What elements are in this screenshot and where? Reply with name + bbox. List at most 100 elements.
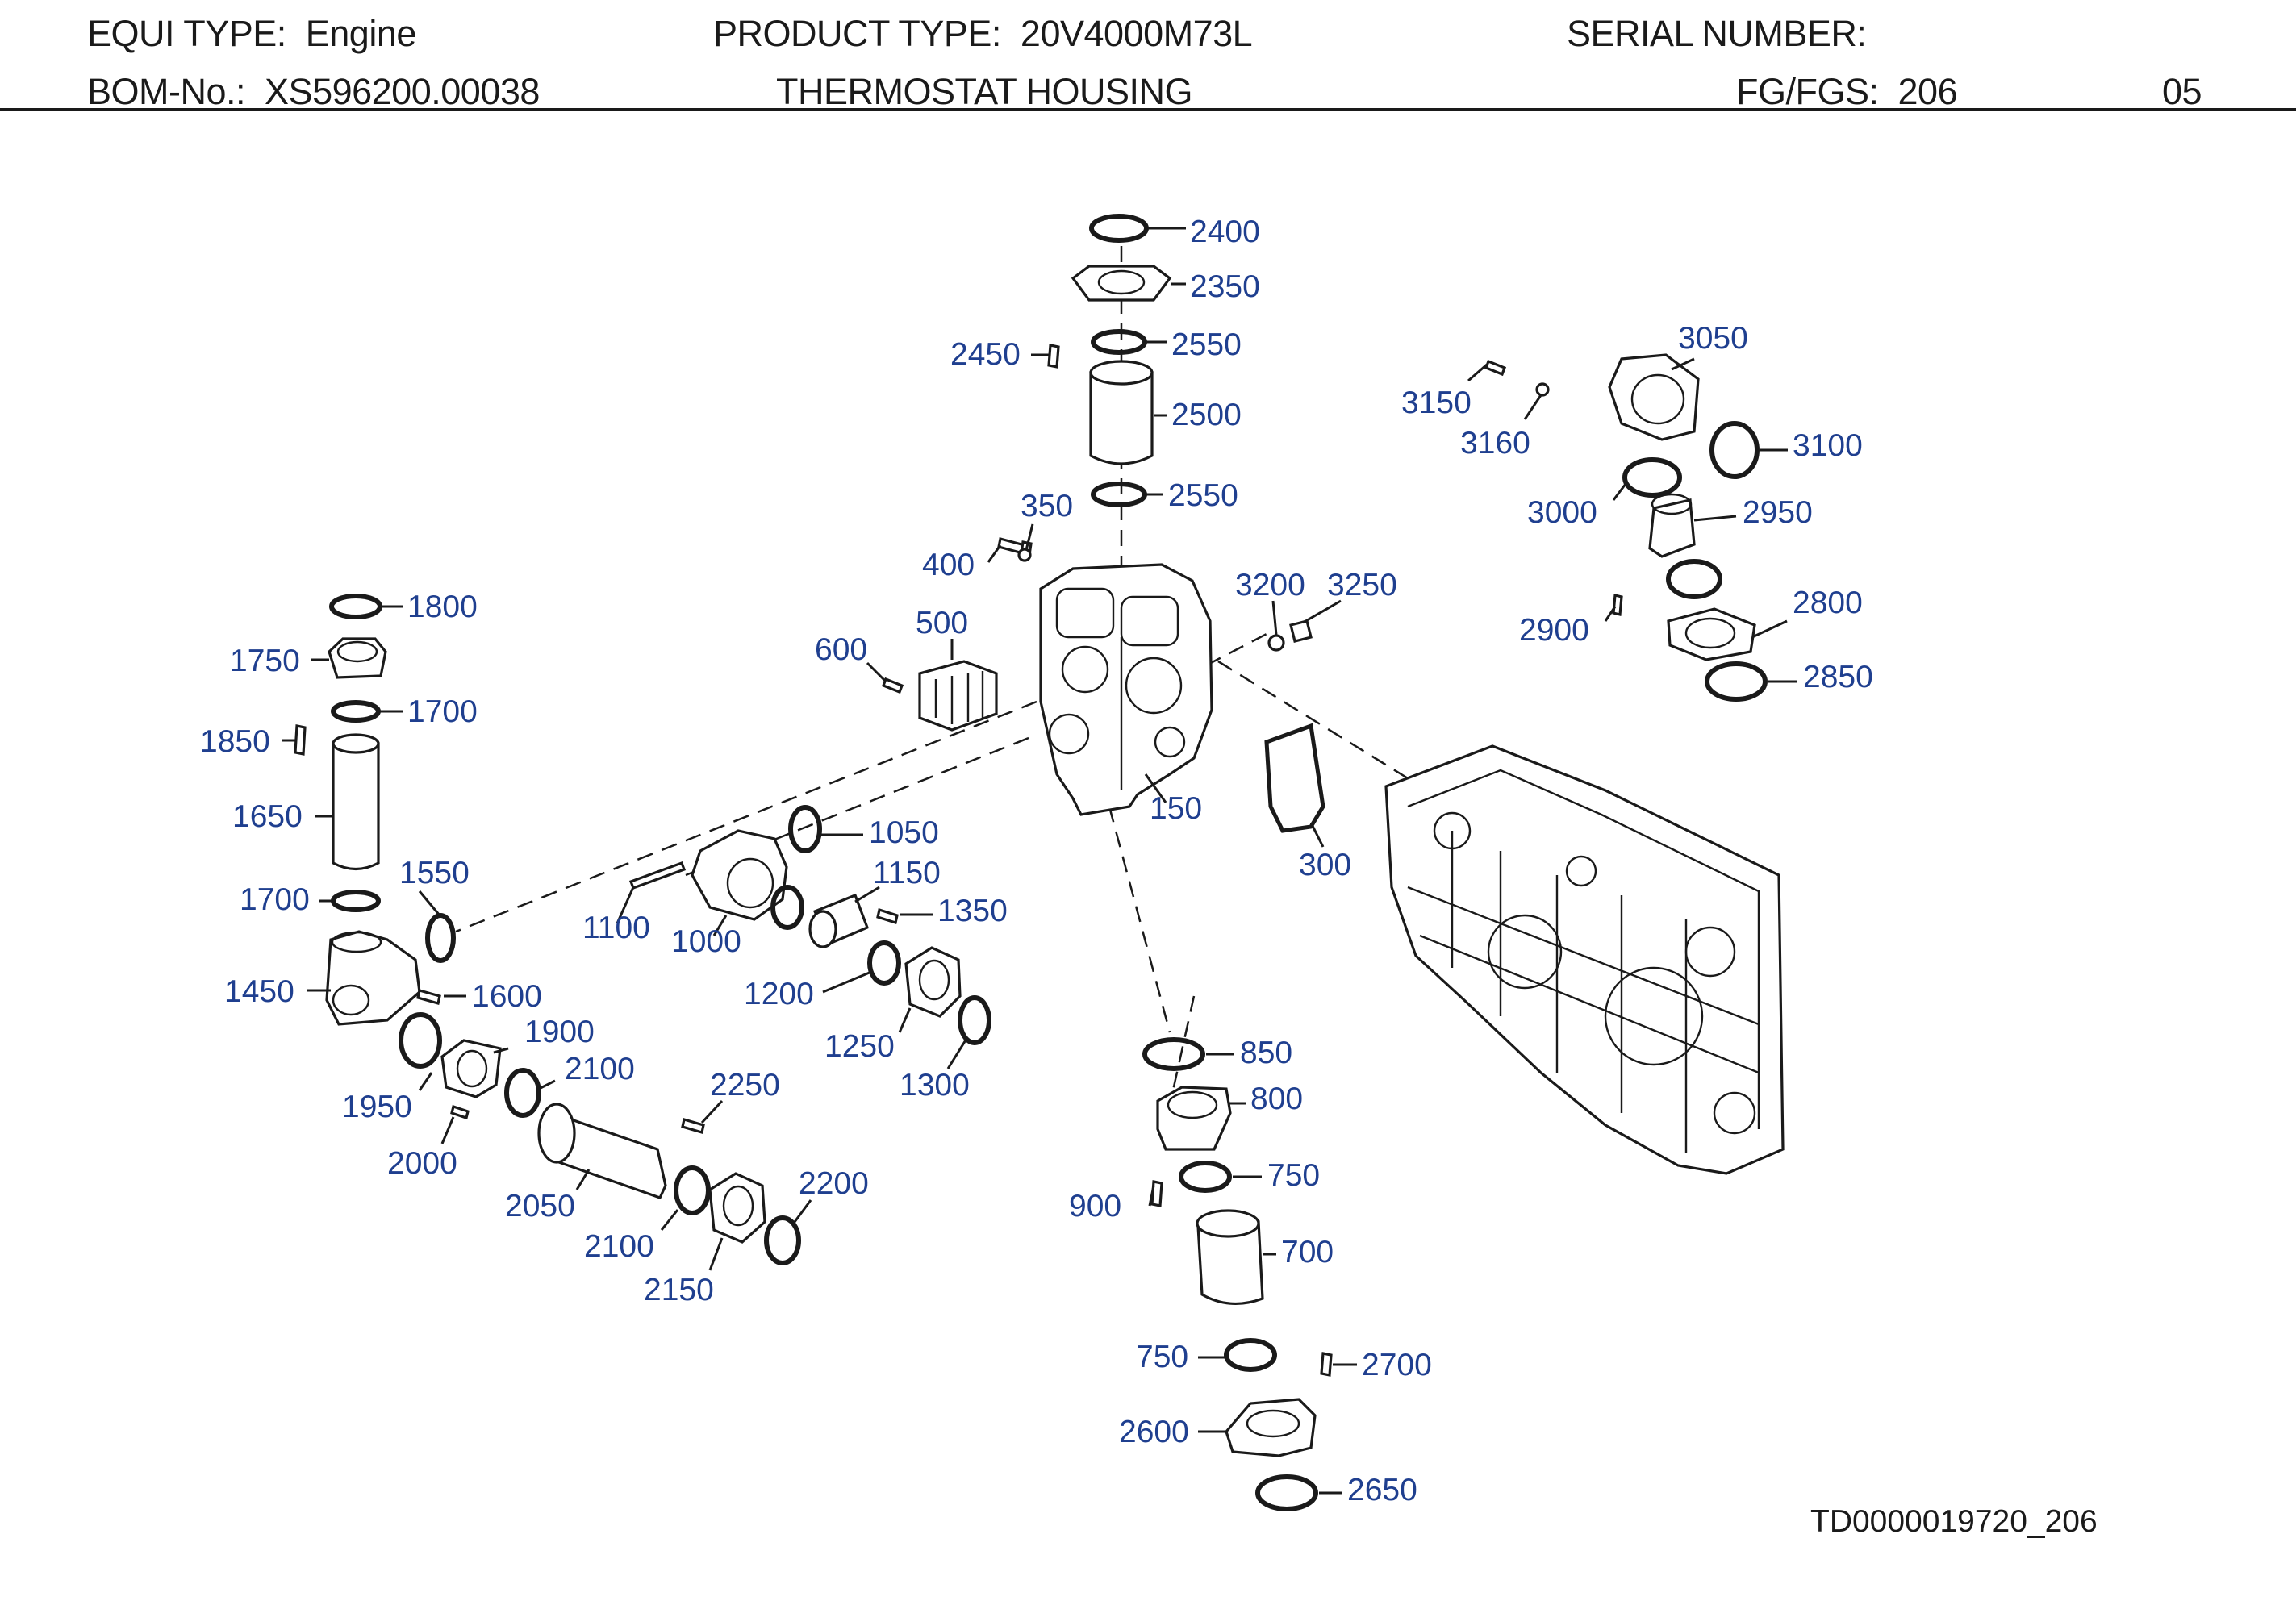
- product-type-value: 20V4000M73L: [1020, 13, 1253, 54]
- ring-2850: [1705, 661, 1768, 702]
- fg-value: 206: [1897, 71, 1958, 112]
- leader-line-2800: [1751, 619, 1788, 639]
- callout-500: 500: [916, 606, 968, 640]
- ring-1950: [399, 1012, 442, 1069]
- callout-1800: 1800: [407, 590, 478, 624]
- sleeve-2950: [1648, 493, 1696, 558]
- callout-1550: 1550: [399, 856, 470, 890]
- equi-type-field: EQUI TYPE: Engine: [87, 13, 416, 55]
- bom-value: XS596200.00038: [265, 71, 540, 112]
- ring-1300: [958, 995, 991, 1045]
- gasket-300: [1264, 723, 1325, 833]
- leader-line-2100: [538, 1079, 556, 1090]
- sleeve-2500: [1089, 360, 1154, 465]
- callout-150: 150: [1150, 791, 1202, 826]
- equi-type-value: Engine: [305, 13, 417, 54]
- washer-3200: [1267, 634, 1285, 652]
- leader-line-1250: [898, 1007, 912, 1033]
- leader-line-600: [866, 661, 887, 683]
- ring-2650: [1255, 1474, 1318, 1511]
- leader-line-3200: [1271, 600, 1278, 636]
- callout-2400: 2400: [1190, 215, 1260, 249]
- callout-2850: 2850: [1803, 660, 1873, 694]
- screw-1850: [294, 724, 307, 756]
- leader-line-1900: [493, 1047, 509, 1054]
- callout-3050: 3050: [1678, 321, 1748, 356]
- callout-750: 750: [1267, 1158, 1320, 1193]
- flange-2600: [1225, 1398, 1317, 1457]
- fg-label: FG/FGS:: [1736, 71, 1879, 112]
- leader-line-3050: [1671, 357, 1695, 371]
- callout-2550: 2550: [1168, 478, 1238, 513]
- leader-line-3150: [1467, 363, 1488, 382]
- callout-1900: 1900: [524, 1015, 595, 1049]
- housing-1450: [325, 930, 421, 1026]
- callout-2150: 2150: [644, 1273, 714, 1307]
- callout-1950: 1950: [342, 1090, 412, 1124]
- callout-2800: 2800: [1793, 586, 1863, 620]
- callout-750: 750: [1136, 1340, 1188, 1374]
- ring-750-bottom: [1224, 1338, 1277, 1372]
- callout-2100: 2100: [565, 1052, 635, 1086]
- callout-1700: 1700: [407, 694, 478, 729]
- callout-1850: 1850: [200, 724, 270, 759]
- callout-3100: 3100: [1793, 428, 1863, 463]
- header-rule: [0, 108, 2296, 111]
- ring-750-top: [1179, 1161, 1232, 1193]
- ring-1700-top: [331, 700, 381, 723]
- flange-2150: [708, 1172, 766, 1244]
- leader-line-1100: [616, 886, 635, 924]
- callout-2700: 2700: [1362, 1348, 1432, 1382]
- ring-1200b: [867, 940, 901, 986]
- leader-line-2200: [793, 1199, 812, 1223]
- leader-line-1150: [854, 886, 880, 903]
- leader-line-150: [1144, 773, 1167, 803]
- leader-line-2250: [700, 1099, 724, 1124]
- ring-2400: [1089, 214, 1149, 243]
- washer-350: [1017, 548, 1032, 562]
- leader-line-2950: [1693, 515, 1737, 522]
- flange-800: [1156, 1086, 1232, 1151]
- callout-2050: 2050: [505, 1189, 575, 1224]
- leader-line-2100: [660, 1209, 679, 1231]
- equi-type-label: EQUI TYPE:: [87, 13, 286, 54]
- leader-line-2900: [1604, 606, 1617, 622]
- callout-1600: 1600: [472, 979, 542, 1014]
- bom-field: BOM-No.: XS596200.00038: [87, 71, 540, 113]
- callout-2650: 2650: [1347, 1473, 1417, 1507]
- screw-3150: [1484, 359, 1507, 377]
- callout-1250: 1250: [824, 1029, 895, 1064]
- callout-350: 350: [1021, 489, 1073, 523]
- elbow-3050: [1608, 353, 1700, 441]
- ring-1200: [770, 885, 804, 930]
- callout-1100: 1100: [582, 911, 650, 945]
- ring-2950b: [1666, 559, 1722, 599]
- callout-2350: 2350: [1190, 269, 1260, 304]
- callout-3000: 3000: [1527, 495, 1597, 530]
- fg-field: FG/FGS: 206: [1736, 71, 1958, 113]
- page-title: THERMOSTAT HOUSING: [776, 71, 1193, 112]
- callout-1700: 1700: [240, 882, 310, 917]
- callout-300: 300: [1299, 848, 1351, 882]
- callout-1150: 1150: [873, 856, 941, 890]
- callout-3200: 3200: [1235, 568, 1305, 602]
- screw-2700: [1320, 1352, 1333, 1377]
- leader-line-1300: [946, 1038, 968, 1069]
- callout-850: 850: [1240, 1036, 1292, 1070]
- tube-700: [1196, 1209, 1264, 1306]
- ring-850: [1142, 1037, 1205, 1071]
- flange-1250: [904, 946, 962, 1018]
- ring-2100-right: [674, 1165, 711, 1215]
- tube-2050: [537, 1103, 667, 1199]
- callout-2000: 2000: [387, 1146, 457, 1181]
- leader-line-1550: [418, 890, 441, 916]
- ring-2550-bottom: [1091, 482, 1147, 507]
- product-type-label: PRODUCT TYPE:: [713, 13, 1001, 54]
- flange-2800: [1667, 607, 1756, 661]
- screw-900: [1150, 1180, 1163, 1207]
- callout-2900: 2900: [1519, 613, 1589, 648]
- callout-2200: 2200: [799, 1166, 869, 1201]
- leader-line-3250: [1302, 599, 1342, 624]
